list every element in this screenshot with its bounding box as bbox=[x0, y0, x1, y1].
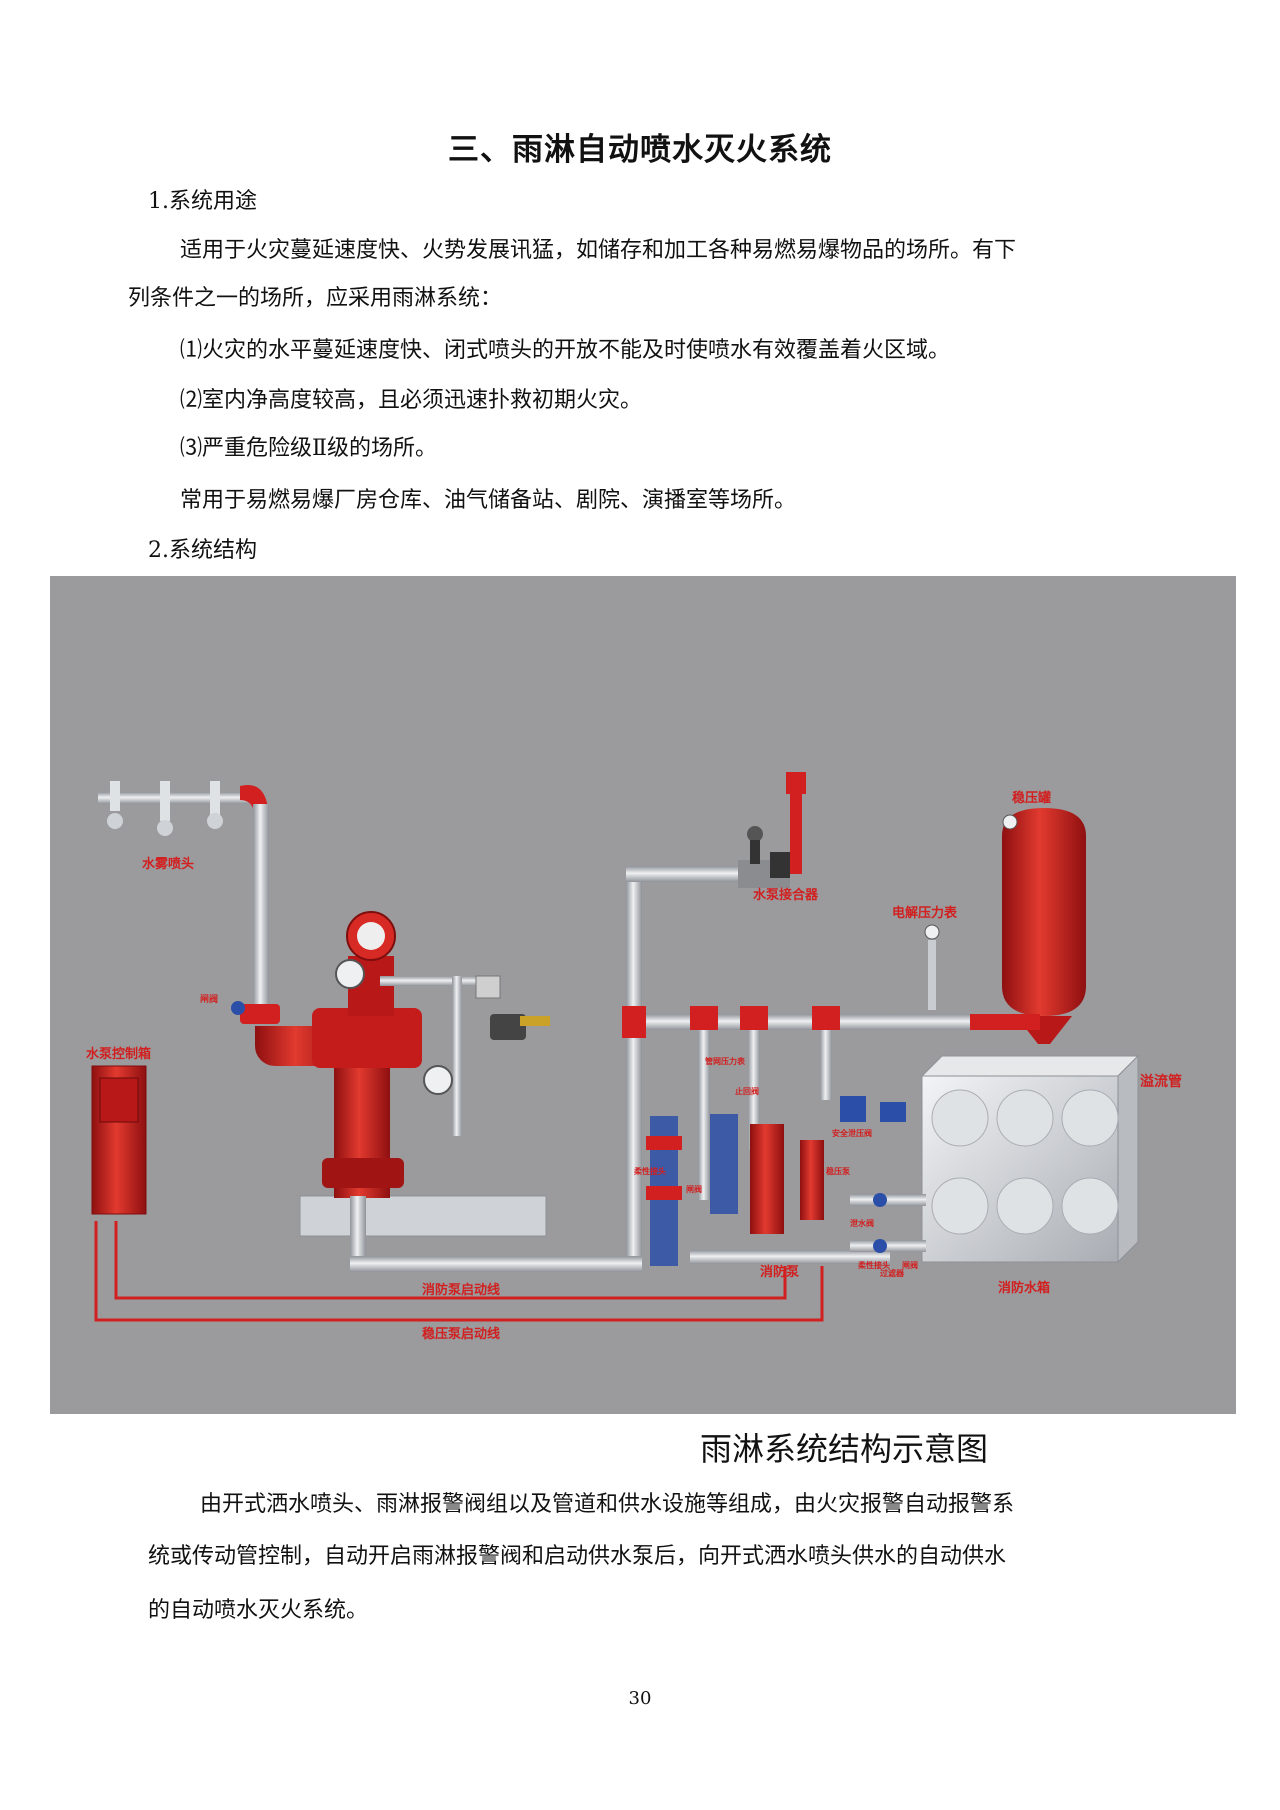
distribution-pipe bbox=[642, 1014, 972, 1030]
pressure-gauge-label: 电解压力表 bbox=[892, 905, 958, 921]
page-title: 三、雨淋自动喷水灭火系统 bbox=[448, 132, 832, 168]
fire-pump-icon bbox=[750, 1124, 784, 1234]
pressure-gauge-icon bbox=[335, 959, 365, 989]
fire-water-tank bbox=[920, 1054, 1140, 1264]
description-line3: 的自动喷水灭火系统。 bbox=[148, 1598, 369, 1623]
flexible-joint-label: 柔性接头 bbox=[633, 1166, 666, 1176]
section2-heading: 2.系统结构 bbox=[148, 538, 257, 563]
pump-control-box bbox=[91, 1065, 147, 1215]
usage-paragraph: 常用于易燃易爆厂房仓库、油气储备站、剧院、演播室等场所。 bbox=[180, 488, 797, 513]
pump-station bbox=[646, 1096, 926, 1266]
sprinkler-head-icon bbox=[207, 781, 223, 829]
solenoid-valve-icon bbox=[490, 1014, 526, 1040]
tank-label: 稳压罐 bbox=[1012, 790, 1051, 806]
pressure-gauge-icon bbox=[423, 1065, 453, 1095]
section1-heading: 1.系统用途 bbox=[148, 189, 257, 214]
fire-pump-label: 消防泵 bbox=[760, 1264, 799, 1280]
main-riser-pipe bbox=[626, 866, 642, 1266]
condition-item-2: ⑵室内净高度较高，且必须迅速扑救初期火灾。 bbox=[180, 388, 643, 413]
water-tank-label: 消防水箱 bbox=[998, 1280, 1050, 1296]
sprinkler-head-icon bbox=[107, 781, 123, 829]
sprinkler-head-icon bbox=[157, 781, 173, 836]
valve-handwheel-icon bbox=[231, 1001, 245, 1015]
gate-valve3-label: 闸阀 bbox=[902, 1260, 918, 1270]
filter-label: 过滤器 bbox=[880, 1268, 905, 1278]
check-valve-label: 止回阀 bbox=[735, 1086, 759, 1096]
sprinkler-label: 水雾喷头 bbox=[142, 856, 194, 872]
pump-connector bbox=[738, 772, 806, 888]
description-line2: 统或传动管控制，自动开启雨淋报警阀和启动供水泵后，向开式洒水喷头供水的自动供水 bbox=[148, 1544, 1007, 1569]
intro-paragraph-line2: 列条件之一的场所，应采用雨淋系统： bbox=[128, 286, 503, 311]
drain-valve-label: 泄水阀 bbox=[850, 1218, 874, 1228]
stabilizer-line-label: 稳压泵启动线 bbox=[422, 1326, 500, 1342]
condition-item-3: ⑶严重危险级Ⅱ级的场所。 bbox=[180, 436, 437, 461]
safety-valve-label: 安全泄压阀 bbox=[832, 1128, 872, 1138]
figure-caption: 雨淋系统结构示意图 bbox=[700, 1430, 989, 1468]
riser-pipe bbox=[253, 804, 269, 1020]
pressure-tank bbox=[970, 808, 1086, 1044]
sprinkler-header bbox=[98, 781, 268, 836]
stabilizer-pump-icon bbox=[800, 1140, 824, 1220]
gate-valve-label: 闸阀 bbox=[200, 993, 218, 1005]
gate-valve2-label: 闸阀 bbox=[686, 1184, 702, 1194]
stabilizer-pump-label: 稳压泵 bbox=[826, 1166, 850, 1176]
page-number: 30 bbox=[628, 1688, 652, 1709]
diagram-canvas: 水雾喷头 闸阀 bbox=[86, 772, 1182, 1342]
gate-valve-icon bbox=[240, 1004, 280, 1024]
supply-pipe bbox=[350, 1256, 590, 1272]
pressure-switch-label: 管网压力表 bbox=[705, 1056, 746, 1066]
stabilizer-pump-start-line bbox=[94, 1221, 824, 1322]
deluge-system-diagram: 水雾喷头 闸阀 bbox=[50, 576, 1236, 1414]
fire-pump-line-label: 消防泵启动线 bbox=[422, 1282, 500, 1298]
fire-pump-start-line bbox=[114, 1221, 787, 1300]
deluge-alarm-valve-group bbox=[255, 911, 550, 1237]
valve-base bbox=[299, 1195, 547, 1237]
control-box-label: 水泵控制箱 bbox=[86, 1046, 151, 1062]
pump-connector-label: 水泵接合器 bbox=[753, 887, 819, 903]
overflow-label: 溢流管 bbox=[1140, 1073, 1182, 1090]
flexible-joint2-label: 柔性接头 bbox=[857, 1260, 890, 1270]
intro-paragraph-line1: 适用于火灾蔓延速度快、火势发展讯猛，如储存和加工各种易燃易爆物品的场所。有下 bbox=[180, 238, 1017, 263]
condition-item-1: ⑴火灾的水平蔓延速度快、闭式喷头的开放不能及时使喷水有效覆盖着火区域。 bbox=[180, 338, 951, 363]
description-line1: 由开式洒水喷头、雨淋报警阀组以及管道和供水设施等组成，由火灾报警自动报警系 bbox=[200, 1492, 1015, 1517]
pressure-gauge-icon bbox=[924, 924, 940, 1010]
